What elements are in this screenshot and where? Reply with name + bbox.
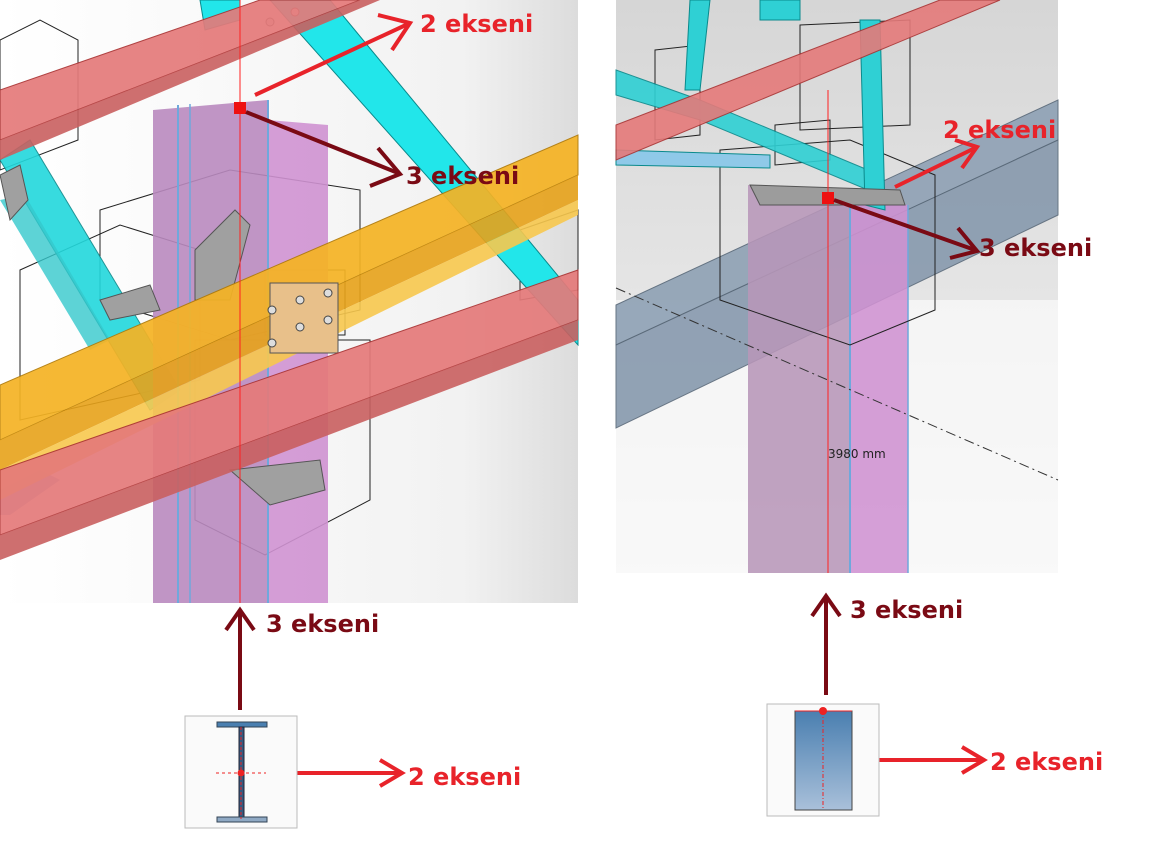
axis2-arrow-bottom-right	[869, 745, 988, 775]
axis2-arrow-bottom	[287, 758, 406, 788]
left-3d-view: 2 ekseni 3 ekseni 3 ekseni 2 ekseni	[0, 0, 579, 829]
joint-point-marker-right	[822, 192, 834, 204]
dimension-label: 3980 mm	[828, 447, 886, 461]
axis3-arrow-bottom	[224, 606, 256, 710]
right-3d-view: 3980 mm 2 ekseni 3 ekseni 3 ekseni 2 eks…	[615, 0, 1103, 817]
label-axis2-bottom-right: 2 ekseni	[990, 748, 1103, 776]
label-axis2-bottom-left: 2 ekseni	[408, 763, 521, 791]
grid-axis-line	[615, 287, 1059, 481]
axis2-arrow-top	[254, 13, 414, 97]
bolted-end-plate	[265, 7, 339, 354]
purple-column-right	[748, 185, 909, 573]
label-axis3-top-right: 3 ekseni	[979, 234, 1092, 262]
red-beams	[0, 0, 579, 560]
axis3-arrow-top	[245, 110, 404, 188]
axis2-arrow-top-right	[894, 138, 981, 189]
label-axis3-bottom-left: 3 ekseni	[266, 610, 379, 638]
label-axis2-top-right: 2 ekseni	[943, 116, 1056, 144]
label-axis3-top-left: 3 ekseni	[406, 162, 519, 190]
axis3-arrow-top-right	[833, 198, 981, 260]
i-beam-section-icon	[184, 715, 298, 829]
axis3-arrow-bottom-right	[810, 592, 842, 695]
label-axis3-bottom-right: 3 ekseni	[850, 596, 963, 624]
red-beam-right	[615, 0, 1001, 161]
joint-point-marker	[234, 102, 246, 114]
rectangular-section-icon	[766, 703, 880, 817]
label-axis2-top-left: 2 ekseni	[420, 10, 533, 38]
